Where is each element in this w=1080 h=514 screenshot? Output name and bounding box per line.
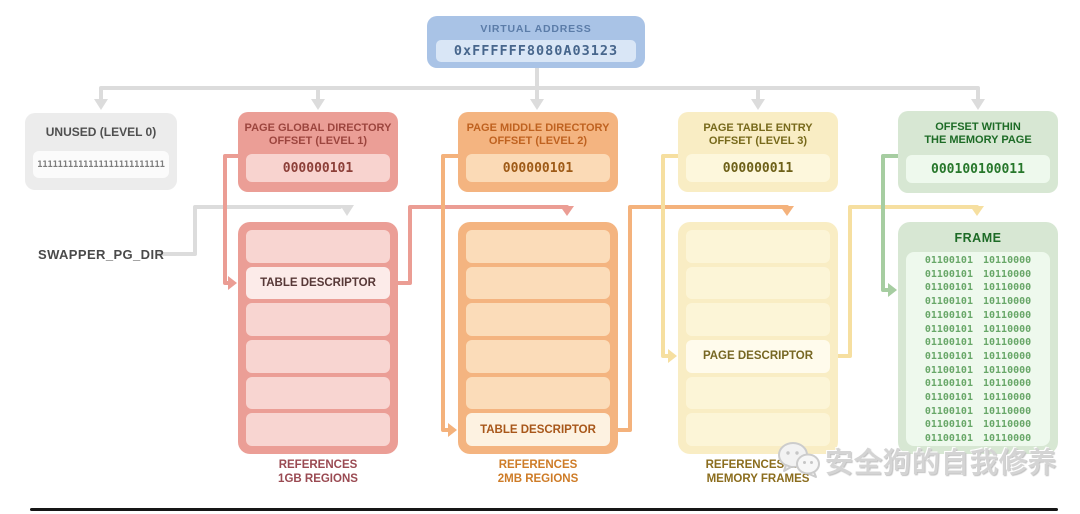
unused-level0-title: UNUSED (LEVEL 0) [45, 125, 157, 139]
table-row [246, 303, 390, 337]
pmd-offset-arrow [441, 154, 460, 437]
table-row [246, 340, 390, 373]
pmd-offset-bits: 000000101 [466, 154, 610, 182]
table-row [686, 376, 830, 410]
pgd-offset-bits: 000000101 [246, 154, 390, 182]
table-descriptor-to-pte-arrow [616, 205, 794, 432]
swapper-pg-dir-arrow [158, 205, 354, 256]
top-fanout-arrows [94, 66, 985, 110]
highlighted-descriptor-row: PAGE DESCRIPTOR [686, 340, 830, 373]
table-row [466, 376, 610, 410]
memory-page-offset-bits: 000100100011 [906, 155, 1050, 183]
bottom-divider [30, 508, 1058, 511]
table-row [466, 340, 610, 373]
pte-offset-bits: 000000011 [686, 154, 830, 182]
table-row [466, 303, 610, 337]
table-row [466, 266, 610, 300]
swapper-pg-dir-label: SWAPPER_PG_DIR [38, 247, 165, 262]
virtual-address-label: VIRTUAL ADDRESS [480, 23, 592, 35]
page-descriptor-to-frame-arrow [836, 205, 984, 358]
highlighted-descriptor-row: TABLE DESCRIPTOR [246, 266, 390, 300]
virtual-address-value: 0xFFFFFF8080A03123 [436, 40, 636, 62]
pgd-offset-arrow [223, 154, 240, 290]
highlighted-descriptor-row: TABLE DESCRIPTOR [466, 413, 610, 447]
wechat-icon [778, 442, 820, 478]
table-row [246, 376, 390, 410]
frame-title: FRAME [954, 231, 1002, 245]
watermark-text: 安全狗的自我修养 [825, 447, 1058, 478]
pmd-entries-table: TABLE DESCRIPTOR [458, 222, 618, 454]
pte-offset-arrow [661, 154, 680, 363]
virtual-address-box: VIRTUAL ADDRESS 0xFFFFFF8080A03123 [427, 16, 645, 68]
table-descriptor-to-pmd-arrow [396, 205, 574, 285]
table-row [686, 266, 830, 300]
watermark: 安全狗的自我修养 [776, 440, 1057, 482]
pgd-entries-table: TABLE DESCRIPTOR [238, 222, 398, 454]
unused-level0-bits: 1111111111111111111111111 [33, 151, 169, 178]
unused-level0-box: UNUSED (LEVEL 0) 11111111111111111111111… [25, 113, 177, 190]
table-row [246, 413, 390, 447]
offset-to-frame-arrow [881, 154, 900, 297]
table-row [686, 230, 830, 263]
table-row [686, 303, 830, 337]
table-row [686, 413, 830, 447]
table-row [466, 230, 610, 263]
table-row [246, 230, 390, 263]
pte-entries-table: PAGE DESCRIPTOR [678, 222, 838, 454]
